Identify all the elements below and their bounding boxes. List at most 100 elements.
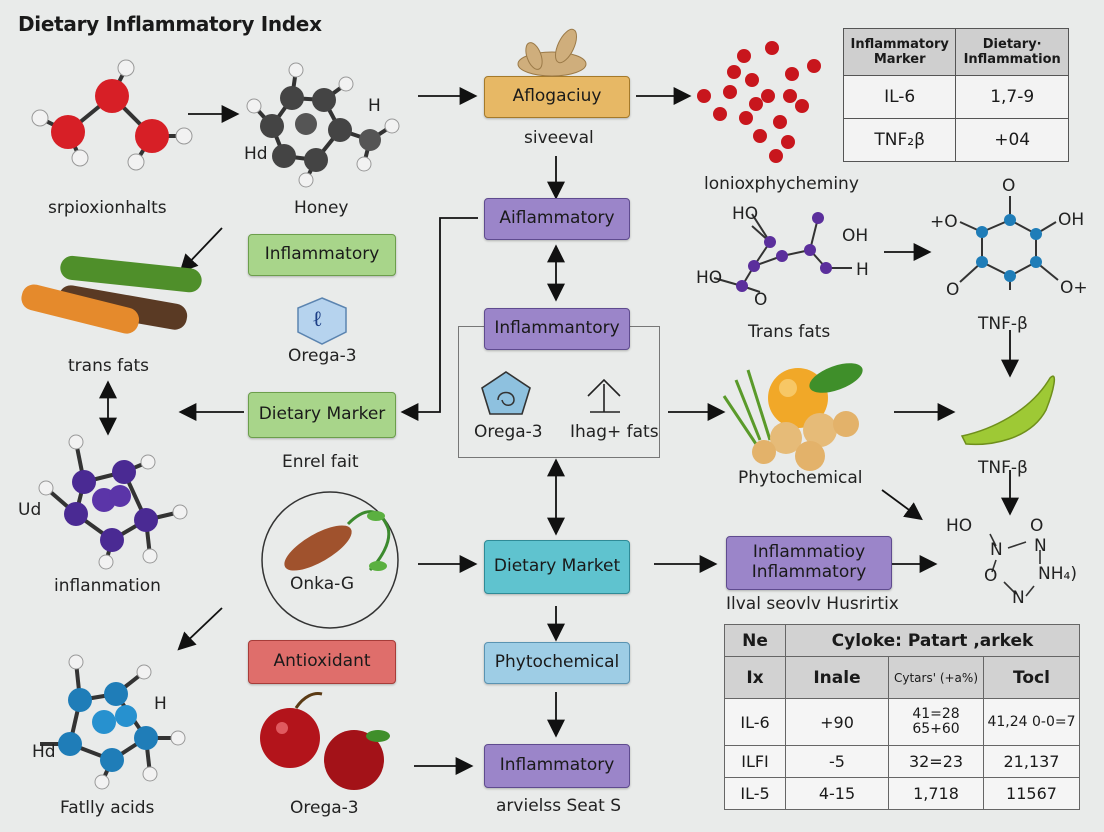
table-cell: -5 — [785, 745, 889, 779]
label-inflanmation: inflanmation — [54, 576, 161, 596]
label-phytochemical: Phytochemical — [738, 468, 863, 488]
molecule-fatlly-acids-atoms — [58, 654, 186, 790]
molecule-triazole — [989, 533, 1041, 597]
pepper-image — [960, 375, 1056, 446]
scale-icon — [587, 378, 621, 413]
label-onka: Onka-G — [290, 574, 355, 594]
label-tnf-beta-1: TNF-β — [978, 314, 1028, 334]
table-cell: 21,137 — [983, 745, 1080, 779]
onka-circle — [261, 491, 399, 629]
box-aflogaciuy: Aflogaciuy — [484, 76, 630, 118]
box-inflammatory-green: Inflammatory — [248, 234, 396, 276]
vegetable-sticks-image — [21, 255, 202, 334]
box-phytochemical: Phytochemical — [484, 642, 630, 684]
mol-label-tri-n2: N — [1034, 536, 1047, 556]
box-inflammatioy: Inflammatioy Inflammatory — [726, 536, 892, 590]
mol-label-ring-o-plus: O+ — [1060, 278, 1088, 298]
table-cell: 4-15 — [785, 777, 889, 810]
omega-hexagon-icon — [297, 297, 347, 345]
arrow — [881, 489, 923, 521]
mol-label-tri-n3: N — [1012, 588, 1025, 608]
omega-glyph-icon: ℓ — [312, 307, 323, 332]
box-inflammatory-bottom: Inflammatory — [484, 744, 630, 788]
table-cell: IL-6 — [724, 697, 786, 747]
table-cell: IL-6 — [842, 75, 957, 119]
arrow — [179, 227, 223, 273]
label-arvielss: arvielss Seat S — [496, 796, 622, 816]
mol-label-ring-o-top: O — [1002, 176, 1016, 196]
page-title: Dietary Inflammatory Index — [18, 12, 322, 36]
mol-label-ring-plus-o: +O — [930, 212, 958, 232]
label-lonioxphycheminy: lonioxphycheminy — [704, 174, 859, 194]
red-bead-cluster — [697, 41, 821, 163]
mol-label-h: H — [368, 96, 381, 116]
ginger-image — [517, 28, 587, 77]
mol-label-fat-hd: Hd — [32, 742, 56, 762]
table-header: Tocl — [983, 656, 1080, 699]
cherries-image — [260, 692, 390, 790]
molecule-honey-atoms — [246, 62, 400, 188]
molecule-inflanmation-atoms — [38, 434, 188, 570]
label-orega3-frame: Orega-3 — [474, 422, 543, 442]
molecule-trans-fats-atoms — [736, 212, 832, 292]
table-cell: 1,718 — [888, 777, 984, 810]
mol-label-trans-ho-top: HO — [732, 204, 759, 224]
table-cell: 1,7-9 — [955, 75, 1069, 119]
label-trans-fats-left: trans fats — [68, 356, 150, 376]
table-cell: IL-5 — [724, 777, 786, 810]
label-siveeval: siveeval — [524, 128, 594, 148]
table-header: Inale — [785, 656, 889, 699]
cytokine-table: Ne Cyloke: Patart ,arkek Ix Inale Cytars… — [724, 624, 1080, 810]
label-srpioxionhalts: srpioxionhalts — [48, 198, 167, 218]
mol-label-trans-ho: HO — [696, 268, 723, 288]
mol-label-trans-o: O — [754, 290, 768, 310]
box-inflammantory: Inflammantory — [484, 308, 630, 350]
box-antioxidant: Antioxidant — [248, 640, 396, 684]
sweet-potato-image — [284, 510, 391, 572]
mol-label-tri-n1: N — [990, 540, 1003, 560]
arrow — [400, 217, 478, 421]
table-cell: +04 — [955, 118, 1069, 162]
molecule-srpioxionhalts-atoms — [31, 59, 193, 171]
mol-label-trans-oh: OH — [842, 226, 869, 246]
box-aiflammatory: Aiflammatory — [484, 198, 630, 240]
label-orega3-green: Orega-3 — [288, 346, 357, 366]
arrow — [177, 607, 223, 651]
table-cell: +90 — [785, 697, 889, 747]
table-cell: ILFI — [724, 745, 786, 779]
mol-label-ring-oh: OH — [1058, 210, 1085, 230]
box-dietary-marker: Dietary Marker — [248, 392, 396, 438]
mol-label-tri-o: O — [1030, 516, 1044, 536]
pentagon-inner-icon — [497, 391, 515, 406]
table-row: IL-6 1,7-9 — [842, 75, 1069, 119]
label-orega3-bottom: Orega-3 — [290, 798, 359, 818]
label-enrel-fait: Enrel fait — [282, 452, 359, 472]
mol-label-tri-o2: O — [984, 566, 998, 586]
label-ihag-fats: Ihag+ fats — [570, 422, 659, 442]
table-cell: 41=28 65+60 — [888, 697, 984, 747]
table-header: Cytars' (+a%) — [888, 656, 984, 699]
table-row: IL-5 4-15 1,718 11567 — [724, 777, 1080, 810]
mol-label-fat-h: H — [154, 694, 167, 714]
label-ilval: Ilval seovlv Husrirtix — [726, 594, 899, 614]
mol-label-tri-ho: HO — [946, 516, 973, 536]
fruit-image — [722, 363, 863, 471]
table-header: Dietary· Inflammation — [955, 28, 1069, 76]
molecule-tnf-ring-atoms — [976, 214, 1042, 282]
mol-label-hd: Hd — [244, 144, 268, 164]
mol-label-ud: Ud — [18, 500, 42, 520]
table-header: Cyloke: Patart ,arkek — [785, 624, 1080, 657]
marker-table: Inflammatory Marker Dietary· Inflammatio… — [842, 28, 1069, 162]
mol-label-ring-o-bot: O — [946, 280, 960, 300]
table-cell: 11567 — [983, 777, 1080, 810]
table-header: Ix — [724, 656, 786, 699]
table-cell: 41,24 0-0=7 — [983, 697, 1080, 747]
label-trans-fats-right: Trans fats — [748, 322, 831, 342]
table-header: Ne — [724, 624, 786, 657]
box-dietary-market: Dietary Market — [484, 540, 630, 594]
table-row: TNF₂β +04 — [842, 118, 1069, 162]
label-fatlly-acids: Fatlly acids — [60, 798, 155, 818]
table-row: ILFI -5 32=23 21,137 — [724, 745, 1080, 779]
table-row: IL-6 +90 41=28 65+60 41,24 0-0=7 — [724, 697, 1080, 747]
